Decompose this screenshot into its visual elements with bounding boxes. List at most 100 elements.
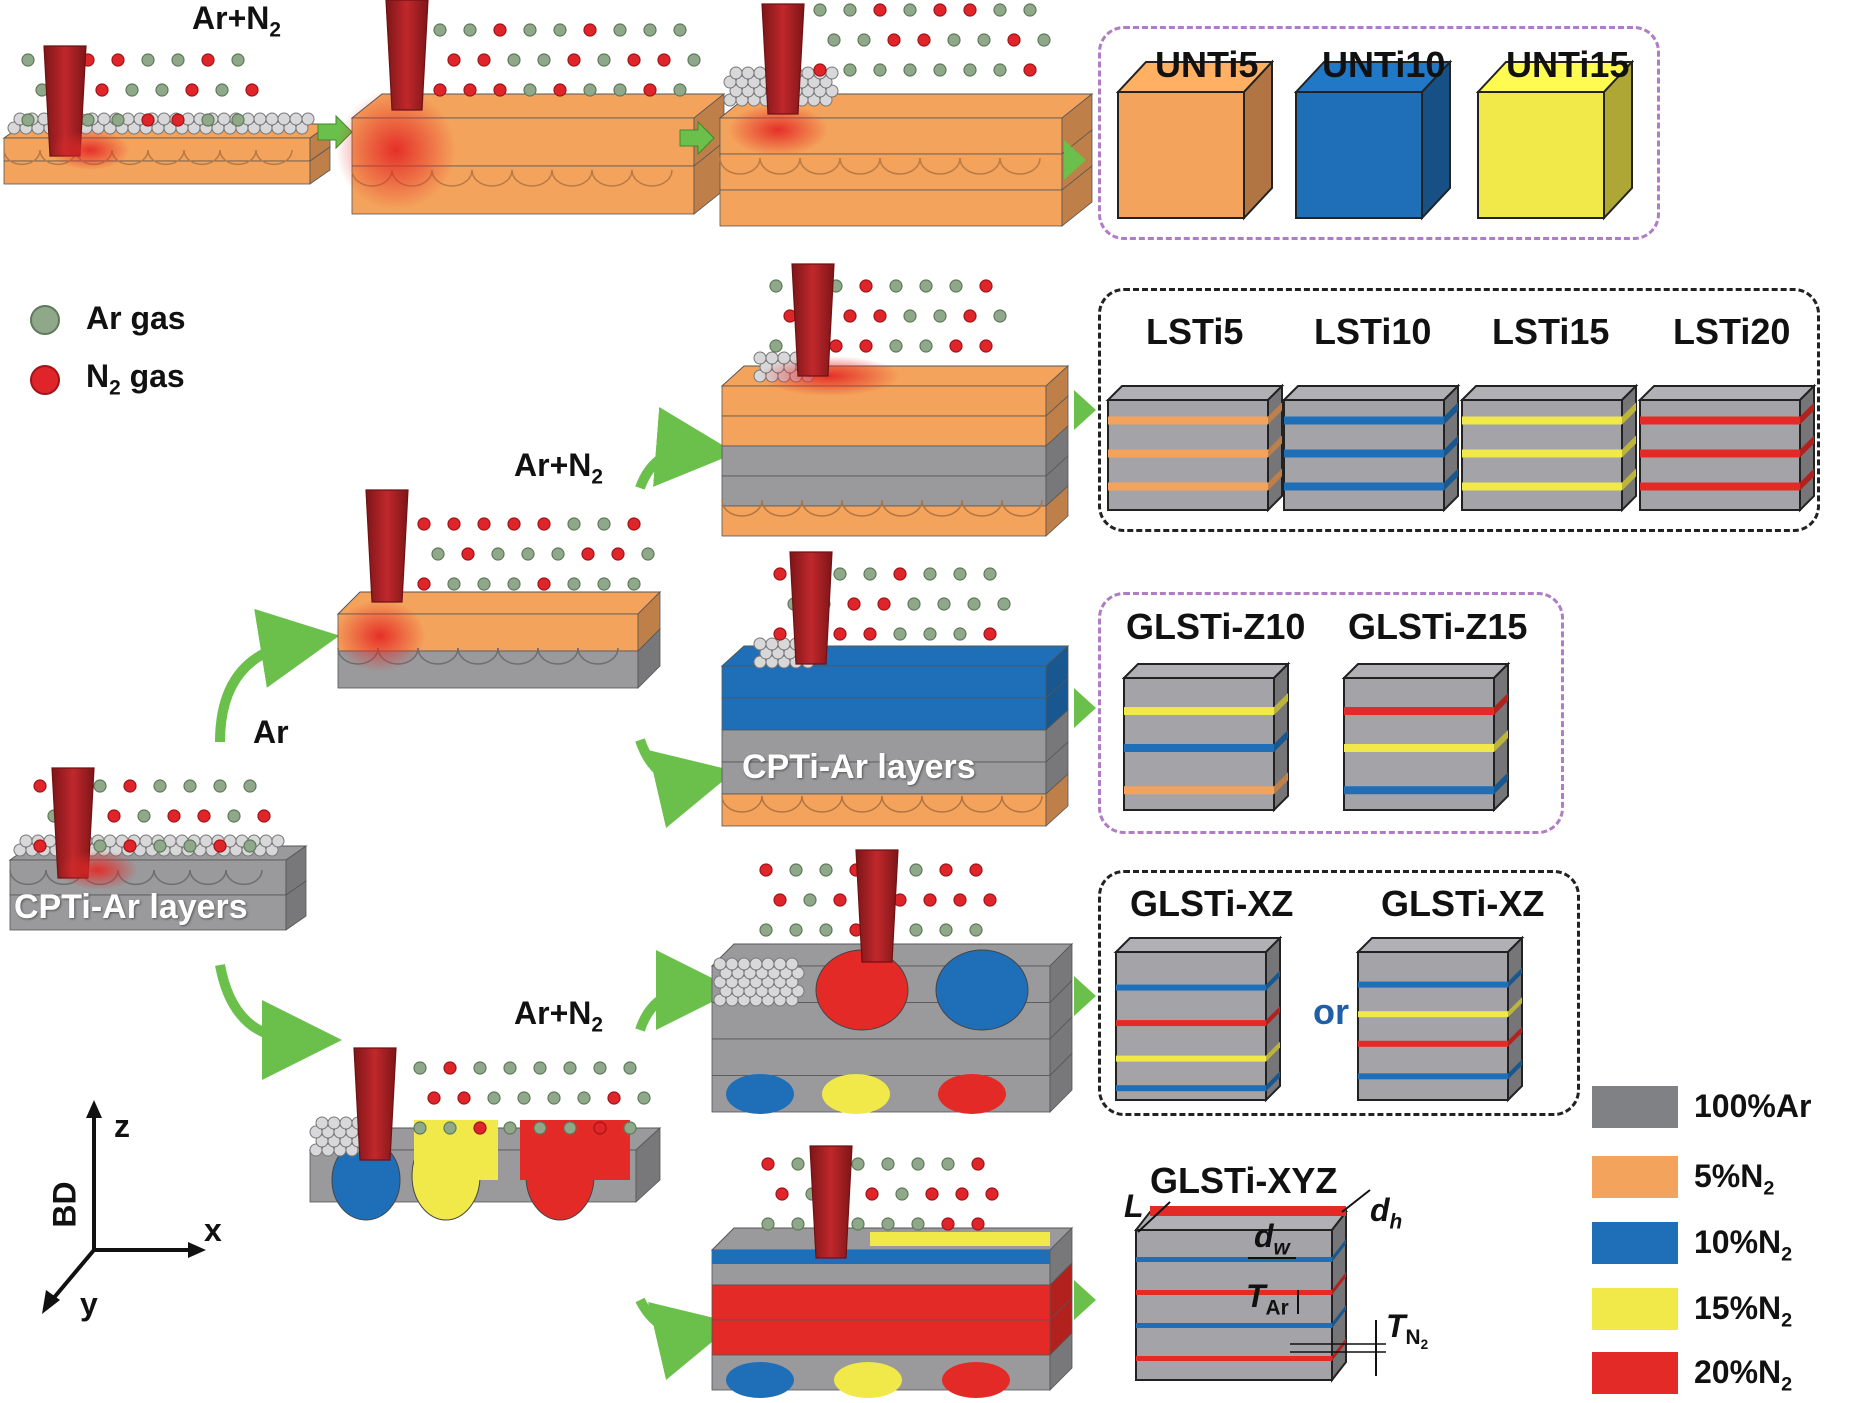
- ar-gas-particle: [967, 597, 981, 611]
- lsti15-cube-stripe: [1462, 449, 1622, 458]
- ar-gas-particle: [903, 309, 917, 323]
- top-stage3-block-side-layer: [1061, 165, 1093, 227]
- scallop: [841, 499, 883, 517]
- ar-gas-particle: [953, 567, 967, 581]
- dim-L-label: L: [1124, 1188, 1144, 1224]
- legend-5n2: 5%N2: [1592, 1156, 1842, 1202]
- lsti-source-block-front-layer: [721, 385, 1047, 417]
- powder-particle: [737, 957, 751, 971]
- glsti-z10-cube-stripe: [1124, 786, 1274, 795]
- glsti-xz-group-box: [1098, 870, 1580, 1116]
- ar-gas-particle: [909, 863, 923, 877]
- powder-particle: [729, 66, 743, 80]
- ar-gas-particle: [933, 63, 947, 77]
- n2-gas-particle: [201, 53, 215, 67]
- ar-gas-particle: [941, 1157, 955, 1171]
- lsti-source-block-front-layer: [721, 475, 1047, 507]
- glsti-z-group-box: [1098, 592, 1564, 834]
- powder-particle: [785, 975, 799, 989]
- n2-gas-particle: [859, 339, 873, 353]
- lsti10-cube-stripe: [1284, 449, 1444, 458]
- glsti-z10-cube-stripe-side: [1274, 730, 1288, 752]
- scallop: [839, 157, 881, 175]
- n2-gas-particle: [171, 113, 185, 127]
- glsti-xz-b-cube-stripe: [1358, 981, 1508, 988]
- nozzle-icon: [789, 551, 833, 665]
- n2-gas-particle: [983, 893, 997, 907]
- ar-gas-particle: [769, 339, 783, 353]
- n2-gas-particle: [969, 863, 983, 877]
- glsti-xz-a-cube-stripe-side: [1266, 1041, 1280, 1062]
- legend-15n2: 15%N2: [1592, 1288, 1842, 1334]
- legend-swatch-5n2: [1592, 1156, 1678, 1198]
- ar-only-label: Ar: [253, 714, 289, 750]
- melt-pool: [50, 130, 130, 170]
- scallop: [721, 499, 763, 517]
- lsti5-cube-stripe-side: [1268, 435, 1282, 458]
- yellow-track: [822, 1074, 890, 1114]
- ar-gas-particle: [213, 779, 227, 793]
- ar-gas-particle: [789, 863, 803, 877]
- glsti-xyz-cube-stripe: [1136, 1257, 1332, 1262]
- n2-gas-particle: [567, 53, 581, 67]
- axis-y-label: y: [80, 1286, 98, 1322]
- ar-gas-particle: [791, 1217, 805, 1231]
- n2-gas-particle: [843, 309, 857, 323]
- base-block-side-layer: [285, 880, 307, 931]
- scallop: [471, 169, 513, 187]
- glsti-xyz-cube-front: [1135, 1229, 1333, 1381]
- axis-x-label: x: [204, 1212, 222, 1248]
- powder-particle: [327, 1116, 341, 1130]
- axis-y-line: [50, 1248, 96, 1302]
- nozzle-icon: [385, 0, 429, 111]
- powder-particle: [801, 66, 815, 80]
- ar-gas-particle: [803, 893, 817, 907]
- blue-layer: [712, 1250, 1050, 1264]
- scallop: [551, 169, 593, 187]
- ar-gas-particle: [593, 1061, 607, 1075]
- n2-gas-particle: [865, 1187, 879, 1201]
- n2-gas-particle: [123, 779, 137, 793]
- ar-gas-particle: [953, 627, 967, 641]
- lsti15-cube-stripe: [1462, 416, 1622, 425]
- powder-particle: [791, 966, 805, 980]
- n2-gas-particle: [477, 53, 491, 67]
- n2-gas-particle: [583, 23, 597, 37]
- scallop: [921, 795, 963, 813]
- n2-gas-particle: [773, 893, 787, 907]
- ar-gas-particle: [843, 3, 857, 17]
- curve-arrow-low-up: [635, 950, 736, 1032]
- glsti-xz-a-cube-stripe-side: [1266, 1006, 1280, 1027]
- n2-gas-particle: [833, 627, 847, 641]
- n2-gas-particle: [553, 83, 567, 97]
- ar-gas-particle: [923, 627, 937, 641]
- powder-particle: [765, 351, 779, 365]
- n2-gas-particle: [141, 113, 155, 127]
- ar-gas-particle: [893, 627, 907, 641]
- n2-gas-particle: [593, 1121, 607, 1135]
- powder-particle: [825, 66, 839, 80]
- powder-particle: [295, 121, 309, 135]
- legend-swatch-10n2: [1592, 1222, 1678, 1264]
- ar-gas-particle: [857, 33, 871, 47]
- ar-gas-particle: [523, 23, 537, 37]
- ar-gas-particle: [413, 1061, 427, 1075]
- n2-gas-particle: [813, 63, 827, 77]
- lsti-source-block-front-layer: [721, 445, 1047, 477]
- ar-gas-particle: [155, 83, 169, 97]
- unti5-label: UNTi5: [1155, 44, 1259, 85]
- powder-particle: [259, 834, 273, 848]
- ar-gas-particle: [1037, 33, 1051, 47]
- lsti10-label: LSTi10: [1314, 311, 1432, 352]
- glsti-z-source-block-front-layer: [721, 761, 1047, 795]
- yellow-track: [834, 1362, 902, 1398]
- unti5-cube-front: [1117, 91, 1245, 219]
- ar-gas-particle: [551, 547, 565, 561]
- n2-gas-particle: [1007, 33, 1021, 47]
- legend-10n2: 10%N2: [1592, 1222, 1842, 1268]
- n2-gas-particle: [1023, 63, 1037, 77]
- lsti10-cube-stripe-side: [1444, 402, 1458, 425]
- scallop: [147, 149, 185, 166]
- glsti-xyz-cube-stripe: [1136, 1323, 1332, 1328]
- scallop: [799, 157, 841, 175]
